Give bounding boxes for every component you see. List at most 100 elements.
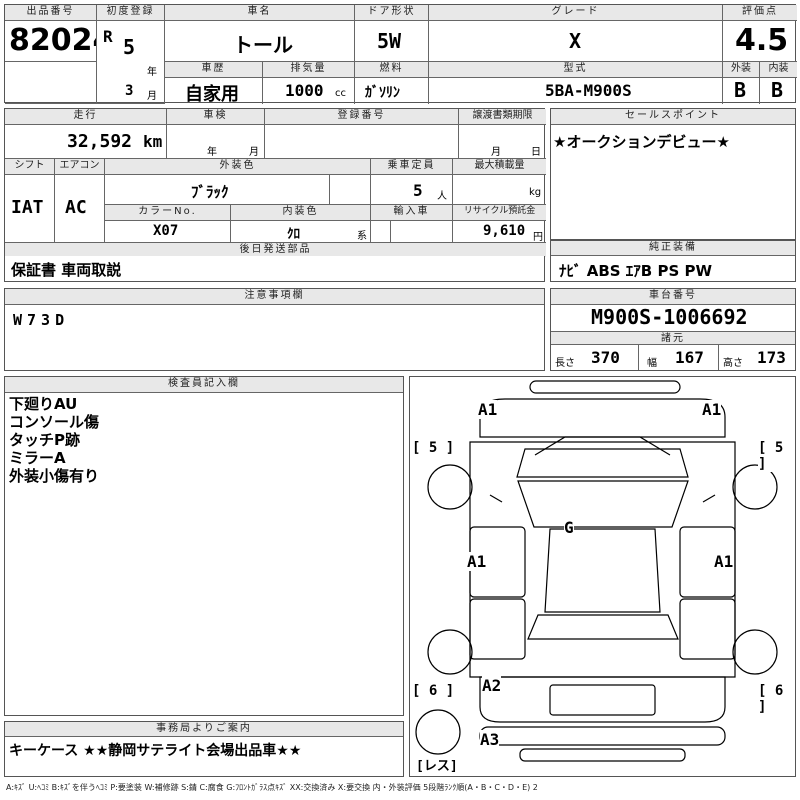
load-label: 最大積載量 [453,159,546,175]
rear-glass-shape [527,614,679,640]
ac-label: エアコン [55,159,105,175]
ext-label: 外装 [723,62,760,78]
grade: X [569,29,582,53]
shift-cell: IAT [5,175,55,243]
int-color: ｸﾛ [287,227,300,242]
color-no-label: カラーNo. [105,205,231,221]
int-color-label: 内装色 [231,205,371,221]
body-outline-shape [469,441,736,678]
load-cell: kg [453,175,546,205]
month-unit: 月 [147,91,157,102]
office-label: 事務局よりご案内 [5,722,403,737]
damage-mark: A1 [714,552,734,571]
damage-mark: A1 [467,552,487,571]
car-diagram-section: A1 A1 G A1 A1 A2 A3 [ 5 ] [ 5 ] [ 6 ] [ … [409,376,796,777]
model-label: 型式 [429,62,723,78]
height-cell: 高さ 173 [719,345,795,370]
int-grade: B [771,78,784,102]
wheel-front-left-shape [427,464,473,510]
int-label: 内装 [760,62,797,78]
color-label: 外装色 [105,159,371,175]
rear-bumper-shape [479,726,726,746]
damage-mark: A2 [482,676,502,695]
damage-mark: A1 [478,400,498,419]
import-cell-a [371,221,391,243]
notes-section: 注意事項欄 W73D [4,288,545,371]
color-no-cell: X07 [105,221,231,243]
chassis-cell: M900S-1006692 [551,305,795,331]
inspector-line: ミラーA [9,449,66,467]
mileage-label: 走行 [5,109,167,125]
inspector-section: 検査員記入欄 下廻りAU コンソール傷 タッチP跡 ミラーA 外装小傷有り [4,376,404,716]
wheel-front-right-shape [732,464,778,510]
transfer-label: 譲渡書類期限 [459,109,546,125]
ext-grade: B [734,78,747,102]
tailgate-shape [549,684,656,716]
right-front-door-shape [679,526,736,598]
int-color-cell: ｸﾛ 系 [231,221,371,243]
inspector-lines: 下廻りAU コンソール傷 タッチP跡 ミラーA 外装小傷有り [9,395,99,485]
legend: A:ｷｽﾞ U:ﾍｺﾐ B:ｷｽﾞを伴うﾍｺﾐ P:要塗装 W:補修跡 S:錆 … [6,783,538,792]
roof-shape [544,528,661,613]
damage-mark: A3 [480,730,500,749]
wheel-rear-right-shape [732,629,778,675]
sales-point: ★オークションデビュー★ [553,133,730,151]
era: R [103,27,113,46]
recycle-label: リサイクル預託金 [453,205,546,221]
history: 自家用 [185,84,239,104]
transfer-day-unit: 日 [531,147,541,158]
import-label: 輸入車 [371,205,453,221]
equipment-label: 純正装備 [551,241,795,256]
grade-cell: X [429,21,723,62]
shift: IAT [11,197,44,218]
width: 167 [675,348,704,367]
later-parts: 保証書 車両取説 [11,261,122,279]
inspector-line: 外装小傷有り [9,467,100,485]
fuel-label: 燃料 [355,62,429,78]
tire-label: [ 6 ] [412,683,455,699]
inspection-cell: 年 月 [167,125,265,159]
chassis-label: 車台番号 [551,289,795,305]
length-cell: 長さ 370 [551,345,639,370]
front-panel-shape [479,398,726,438]
length-label: 長さ [555,358,575,369]
length: 370 [591,348,620,367]
rear-lower-shape [519,748,686,762]
spare-label: [レス] [416,755,458,774]
color-extra-cell [330,175,371,205]
fuel-cell: ｶﾞｿﾘﾝ [355,78,429,104]
hood-inner-shape [534,436,671,456]
color: ﾌﾞﾗｯｸ [191,183,229,201]
capacity-label: 乗車定員 [371,159,453,175]
spare-wheel-shape [415,709,461,755]
int-cell: B [760,78,797,104]
notes-label: 注意事項欄 [5,289,544,305]
sales-point-section: セールスポイント ★オークションデビュー★ [550,108,796,240]
insp-month-unit: 月 [249,147,259,158]
tire-label: [ 6 ] [758,683,795,715]
inspector-label: 検査員記入欄 [5,377,403,393]
transfer-cell: 月 日 [459,125,546,159]
width-cell: 幅 167 [639,345,719,370]
lot-number: 82024 [9,23,96,58]
grade-label: グレード [429,5,723,21]
front-bumper-shape [529,380,681,394]
reg-no-cell [265,125,459,159]
score: 4.5 [735,23,789,58]
mileage-unit: km [143,132,163,151]
fuel: ｶﾞｿﾘﾝ [365,85,400,101]
car-name: トール [233,33,293,57]
inspection-label: 車検 [167,109,265,125]
reg-year: 5 [123,35,136,59]
vehicle-detail-section: 走行 32,592 km 車検 年 月 登録番号 譲渡書類期限 月 日 シフト … [4,108,546,257]
tire-label: [ 5 ] [412,440,455,456]
capacity-cell: 5 人 [371,175,453,205]
recycle-cell: 9,610 円 [453,221,546,243]
color-cell: ﾌﾞﾗｯｸ [105,175,330,205]
recycle-unit: 円 [533,232,543,243]
door-cell: 5W [355,21,429,62]
transfer-month-unit: 月 [491,147,501,158]
right-rear-door-shape [679,598,736,660]
lot-blank-cell [5,62,97,104]
capacity-unit: 人 [437,191,447,202]
